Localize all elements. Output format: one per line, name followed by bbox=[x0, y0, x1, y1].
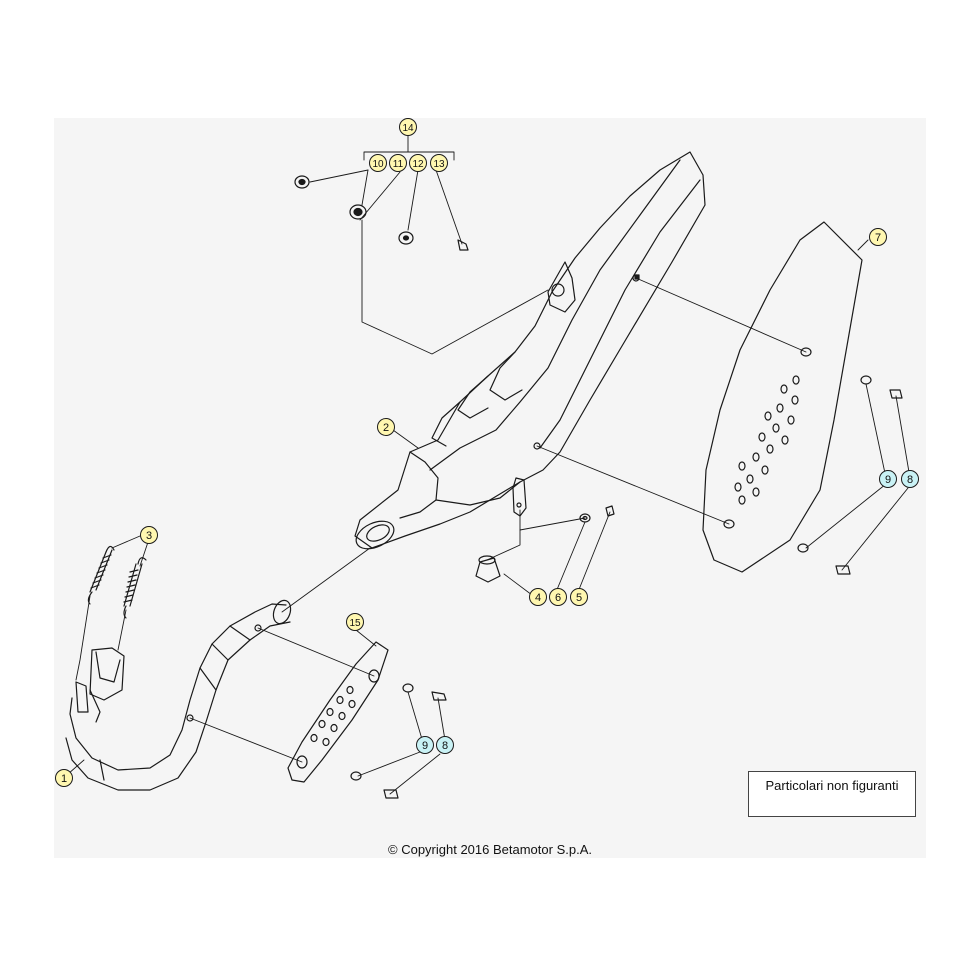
callout-circle bbox=[399, 118, 417, 136]
callout-12: 12 bbox=[409, 154, 427, 172]
callout-label: 8 bbox=[442, 740, 448, 752]
callout-10: 10 bbox=[369, 154, 387, 172]
callout-circle bbox=[409, 154, 427, 172]
callout-7: 7 bbox=[869, 228, 887, 246]
heat-shield-part-7 bbox=[702, 221, 863, 573]
silencer-part-2 bbox=[354, 151, 706, 550]
callout-circle bbox=[369, 154, 387, 172]
callout-circle bbox=[416, 736, 434, 754]
callout-label: 1 bbox=[61, 773, 67, 785]
springs-part-3 bbox=[87, 545, 147, 619]
callout-label: 13 bbox=[433, 159, 445, 170]
callout-circle bbox=[436, 736, 454, 754]
not-shown-parts-box: Particolari non figuranti bbox=[748, 771, 916, 817]
callout-label: 12 bbox=[412, 159, 424, 170]
callout-8: 8 bbox=[901, 470, 919, 488]
callout-circle bbox=[377, 418, 395, 436]
callout-3: 3 bbox=[140, 526, 158, 544]
callout-6: 6 bbox=[549, 588, 567, 606]
shield-holes bbox=[734, 375, 800, 505]
callout-circle bbox=[389, 154, 407, 172]
callout-15: 15 bbox=[346, 613, 364, 631]
callout-13: 13 bbox=[430, 154, 448, 172]
callout-1: 1 bbox=[55, 769, 73, 787]
rubber-grommet-part-4 bbox=[475, 555, 501, 583]
callout-label: 11 bbox=[393, 159, 404, 170]
callout-label: 7 bbox=[875, 232, 881, 244]
callout-circle bbox=[140, 526, 158, 544]
hardware-10-13 bbox=[294, 175, 469, 251]
diagram-panel bbox=[54, 118, 926, 858]
callout-label: 6 bbox=[555, 592, 561, 604]
callout-label: 9 bbox=[422, 740, 428, 752]
callout-circle bbox=[869, 228, 887, 246]
callout-label: 9 bbox=[885, 474, 891, 486]
callout-label: 10 bbox=[372, 159, 384, 170]
callout-label: 4 bbox=[535, 592, 541, 604]
callout-11: 11 bbox=[389, 154, 407, 172]
callout-circle bbox=[549, 588, 567, 606]
callout-2: 2 bbox=[377, 418, 395, 436]
callouts: 1234657981011121314159816 bbox=[55, 118, 919, 814]
callout-label: 8 bbox=[907, 474, 913, 486]
callout-circle bbox=[55, 769, 73, 787]
callout-9: 9 bbox=[879, 470, 897, 488]
callout-label: 2 bbox=[383, 422, 389, 434]
callout-label: 15 bbox=[349, 618, 361, 629]
callout-circle bbox=[346, 613, 364, 631]
lower-guard-part-15 bbox=[287, 641, 389, 783]
callout-label: 3 bbox=[146, 530, 152, 542]
callout-9: 9 bbox=[416, 736, 434, 754]
callout-circle bbox=[529, 588, 547, 606]
leader-lines bbox=[67, 134, 911, 795]
fasteners-lower bbox=[350, 683, 447, 799]
callout-circle bbox=[570, 588, 588, 606]
callout-5: 5 bbox=[570, 588, 588, 606]
callout-8: 8 bbox=[436, 736, 454, 754]
callout-4: 4 bbox=[529, 588, 547, 606]
callout-circle bbox=[901, 470, 919, 488]
nut-part-5 bbox=[605, 505, 615, 517]
copyright-notice: © Copyright 2016 Betamotor S.p.A. bbox=[388, 842, 592, 857]
header-pipe-part-1 bbox=[65, 599, 292, 791]
callout-label: 5 bbox=[576, 592, 582, 604]
not-shown-parts-title: Particolari non figuranti bbox=[765, 778, 899, 793]
callout-circle bbox=[879, 470, 897, 488]
callout-label: 14 bbox=[402, 123, 414, 134]
callout-14: 14 bbox=[399, 118, 417, 136]
callout-circle bbox=[430, 154, 448, 172]
